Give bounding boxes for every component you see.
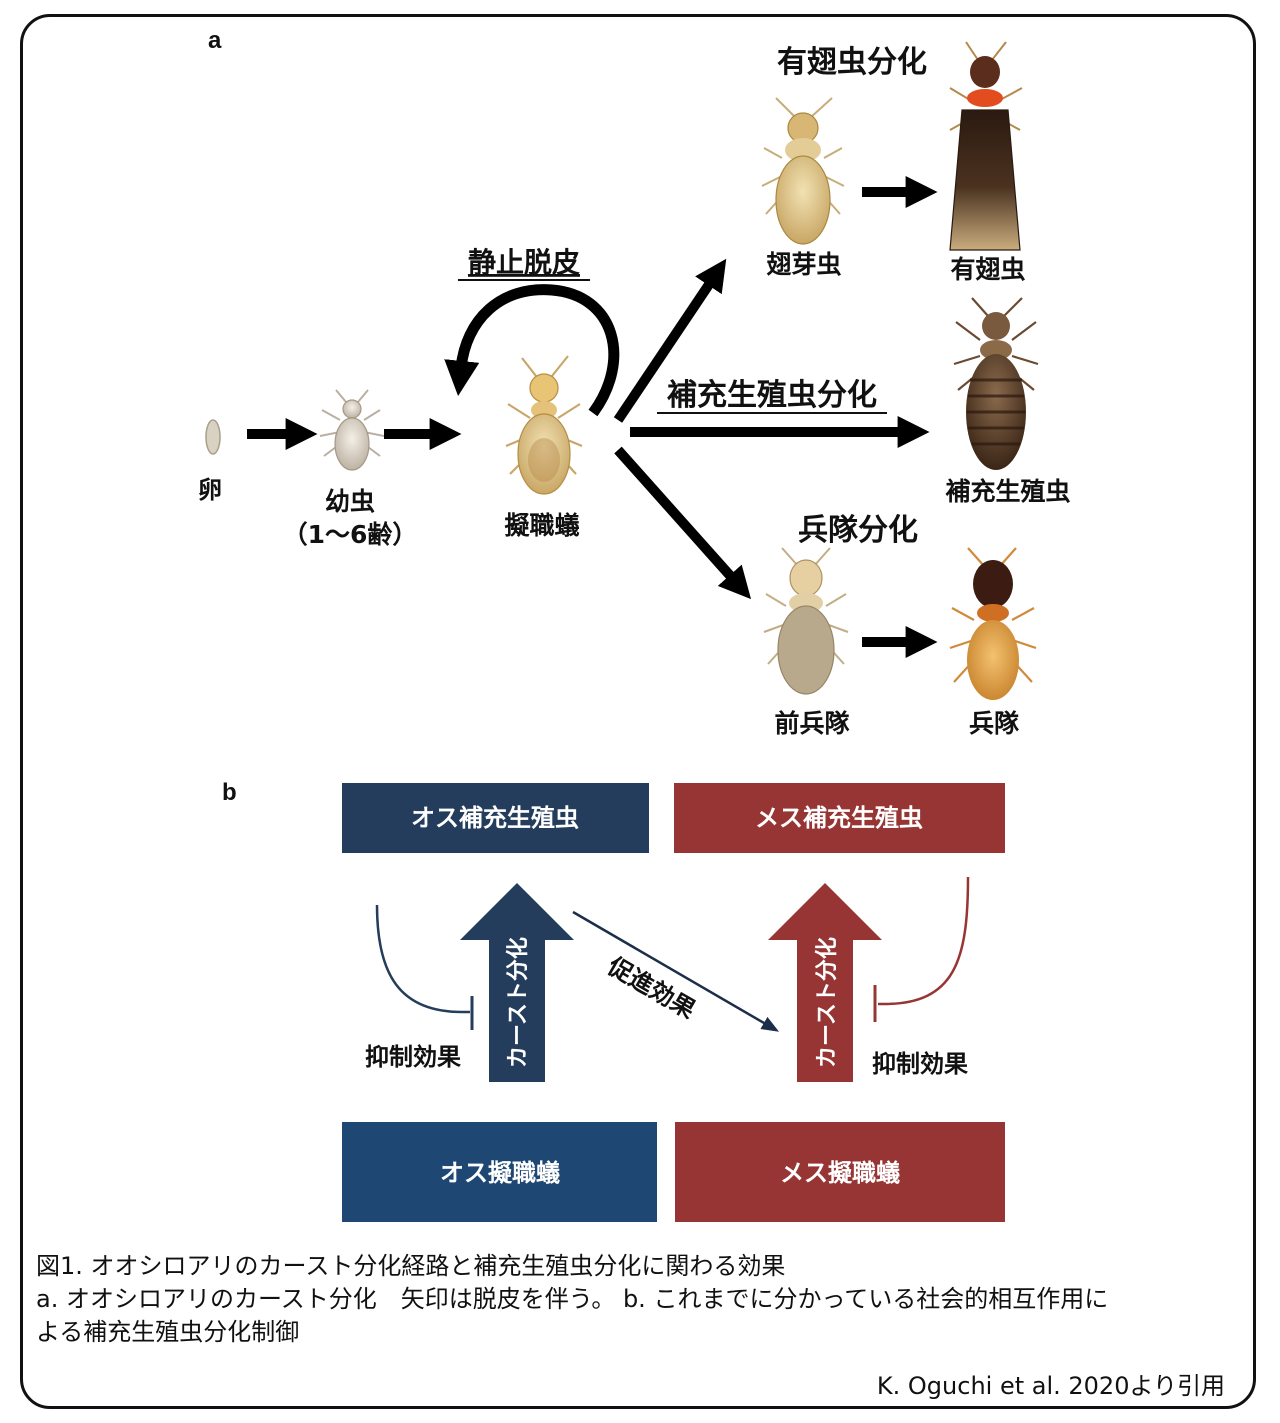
soldier-diff-label: 兵隊分化 [798,513,918,548]
male-caste-diff-arrow [460,883,574,1082]
larva-image [319,389,385,471]
male-neotenic-label: オス補充生殖虫 [411,804,579,832]
male-pseudergate-label: オス擬職蟻 [440,1159,560,1187]
caption-line-2: a. オオシロアリのカースト分化 矢印は脱皮を伴う。 b. これまでに分かってい… [36,1285,1109,1313]
female-inhibition-line [878,876,970,1006]
male-caste-diff-label: カースト分化 [505,937,531,1068]
stationary-molt-label: 静止脱皮 [468,246,580,279]
neotenic-diff-label: 補充生殖虫分化 [666,378,877,413]
caption-line-3: よる補充生殖虫分化制御 [36,1318,300,1346]
soldier-image [949,547,1037,700]
female-inhibition-label: 抑制効果 [872,1050,968,1078]
larva-label: 幼虫 [325,487,375,516]
figure-canvas: a 卵 幼虫 （1〜6齢） 擬職蟻 静止脱皮 補充生殖虫分化 有翅虫分化 [198,27,1071,1222]
nymph-label: 翅芽虫 [766,250,841,279]
arrow-to-presoldier [614,446,752,600]
caption-line-1: 図1. オオシロアリのカースト分化経路と補充生殖虫分化に関わる効果 [36,1252,786,1280]
neotenic-label: 補充生殖虫 [944,477,1070,506]
egg-label: 卵 [198,476,222,504]
citation: K. Oguchi et al. 2020より引用 [876,1372,1225,1400]
alate-image [949,41,1023,251]
promotion-arrow [572,910,780,1032]
female-pseudergate-label: メス擬職蟻 [780,1159,900,1187]
female-neotenic-box [674,783,1005,853]
soldier-label: 兵隊 [969,709,1019,738]
egg-image [205,419,221,455]
panel-b-label: b [222,779,237,806]
pseudergate-label: 擬職蟻 [504,511,579,540]
figure-frame [20,14,1256,1409]
arrow-to-nymph [613,258,727,423]
panel-a-label: a [208,27,222,54]
male-pseudergate-box [342,1122,657,1222]
female-neotenic-label: メス補充生殖虫 [755,804,923,832]
female-caste-diff-arrow [768,883,882,1082]
alate-label: 有翅虫 [950,255,1025,284]
alate-diff-label: 有翅虫分化 [777,45,927,80]
figure-caption: 図1. オオシロアリのカースト分化経路と補充生殖虫分化に関わる効果 a. オオシ… [36,1250,1246,1349]
male-inhibition-label: 抑制効果 [365,1043,461,1071]
stationary-molt-arrow [444,284,620,417]
pseudergate-image [505,355,583,495]
female-caste-diff-label: カースト分化 [814,937,840,1068]
presoldier-image [763,547,849,695]
larva-instar-label: （1〜6齢） [283,520,418,549]
promotion-label: 促進効果 [602,951,700,1024]
male-neotenic-box [342,783,649,853]
male-inhibition-line [375,904,470,1014]
nymph-image [761,97,845,245]
female-pseudergate-box [675,1122,1005,1222]
presoldier-label: 前兵隊 [774,709,849,738]
neotenic-image [953,297,1039,470]
